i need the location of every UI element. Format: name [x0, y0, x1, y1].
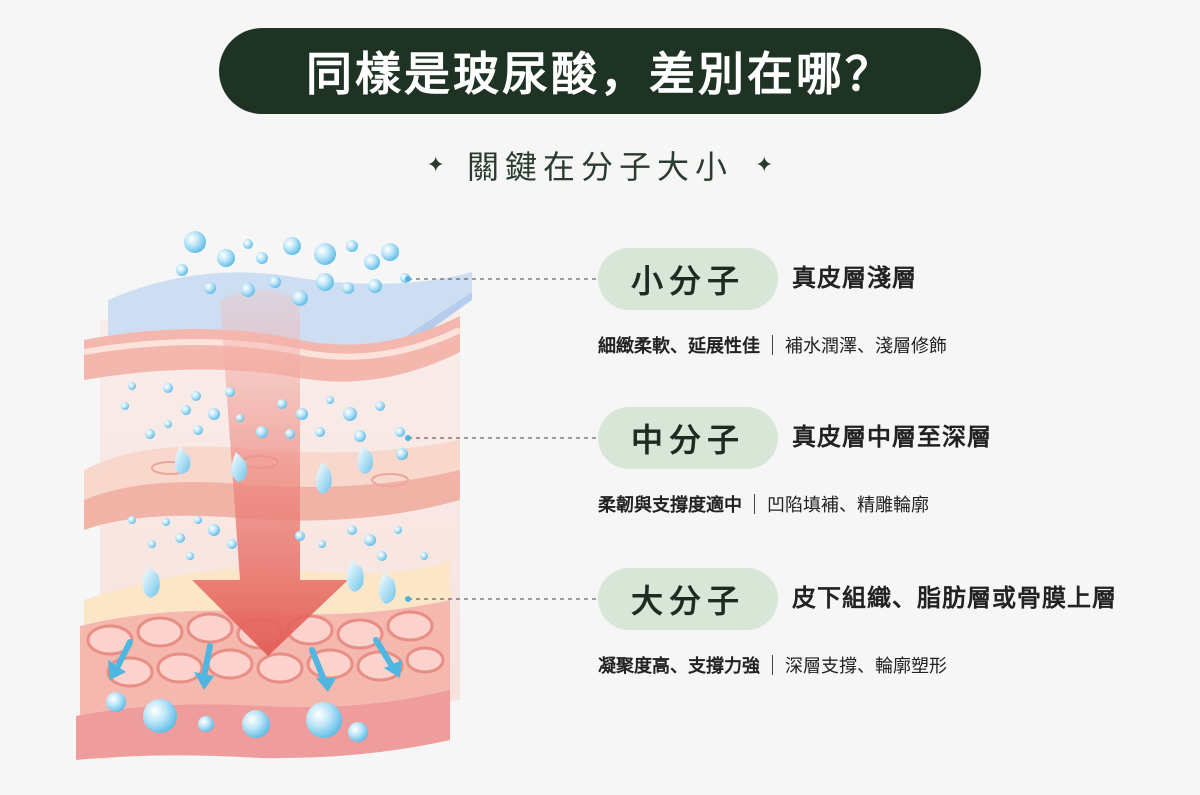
small-molecule-bubbles	[176, 231, 410, 306]
molecule-size-pill: 小分子	[598, 248, 778, 310]
subtitle-row: ✦ 關鍵在分子大小 ✦	[0, 140, 1200, 190]
effect-text: 補水潤澤、淺層修飾	[785, 336, 947, 357]
effect-text: 凹陷填補、精雕輪廓	[767, 495, 929, 516]
diffusion-arrows	[115, 637, 395, 683]
depth-label: 皮下組織、脂肪層或骨膜上層	[792, 584, 1117, 612]
connector-dot	[405, 596, 411, 602]
fat-layer-bubbles	[106, 692, 368, 742]
layer-description: 柔韌與支撐度適中 凹陷填補、精雕輪廓	[598, 491, 929, 517]
diffusion-arrowheads	[108, 660, 402, 692]
page-title: 同樣是玻尿酸，差別在哪？	[306, 47, 894, 101]
medium-molecule-bubbles	[121, 382, 408, 460]
molecule-size-pill: 中分子	[598, 407, 778, 469]
penetration-arrow	[192, 290, 348, 656]
divider	[754, 494, 755, 514]
molecule-size-pill: 大分子	[598, 568, 778, 630]
depth-label: 真皮層淺層	[792, 264, 917, 292]
layer-description: 凝聚度高、支撐力強 深層支撐、輪廓塑形	[598, 652, 947, 678]
large-molecule-bubbles	[128, 516, 428, 561]
page-subtitle: 關鍵在分子大小	[466, 148, 733, 186]
droplet-icons-deep	[142, 560, 396, 604]
sparkle-icon: ✦	[755, 152, 774, 178]
connector-dot	[405, 435, 411, 441]
effect-text: 深層支撐、輪廓塑形	[785, 656, 947, 677]
depth-label: 真皮層中層至深層	[792, 423, 992, 451]
sparkle-icon: ✦	[426, 152, 445, 178]
property-text: 凝聚度高、支撐力強	[598, 656, 760, 677]
connector-dot	[405, 276, 411, 282]
property-text: 細緻柔軟、延展性佳	[598, 336, 760, 357]
property-text: 柔韌與支撐度適中	[598, 495, 742, 516]
layer-description: 細緻柔軟、延展性佳 補水潤澤、淺層修飾	[598, 332, 947, 358]
title-banner: 同樣是玻尿酸，差別在哪？	[219, 28, 981, 114]
divider	[772, 655, 773, 675]
droplet-icons-middle	[175, 446, 373, 494]
divider	[772, 335, 773, 355]
